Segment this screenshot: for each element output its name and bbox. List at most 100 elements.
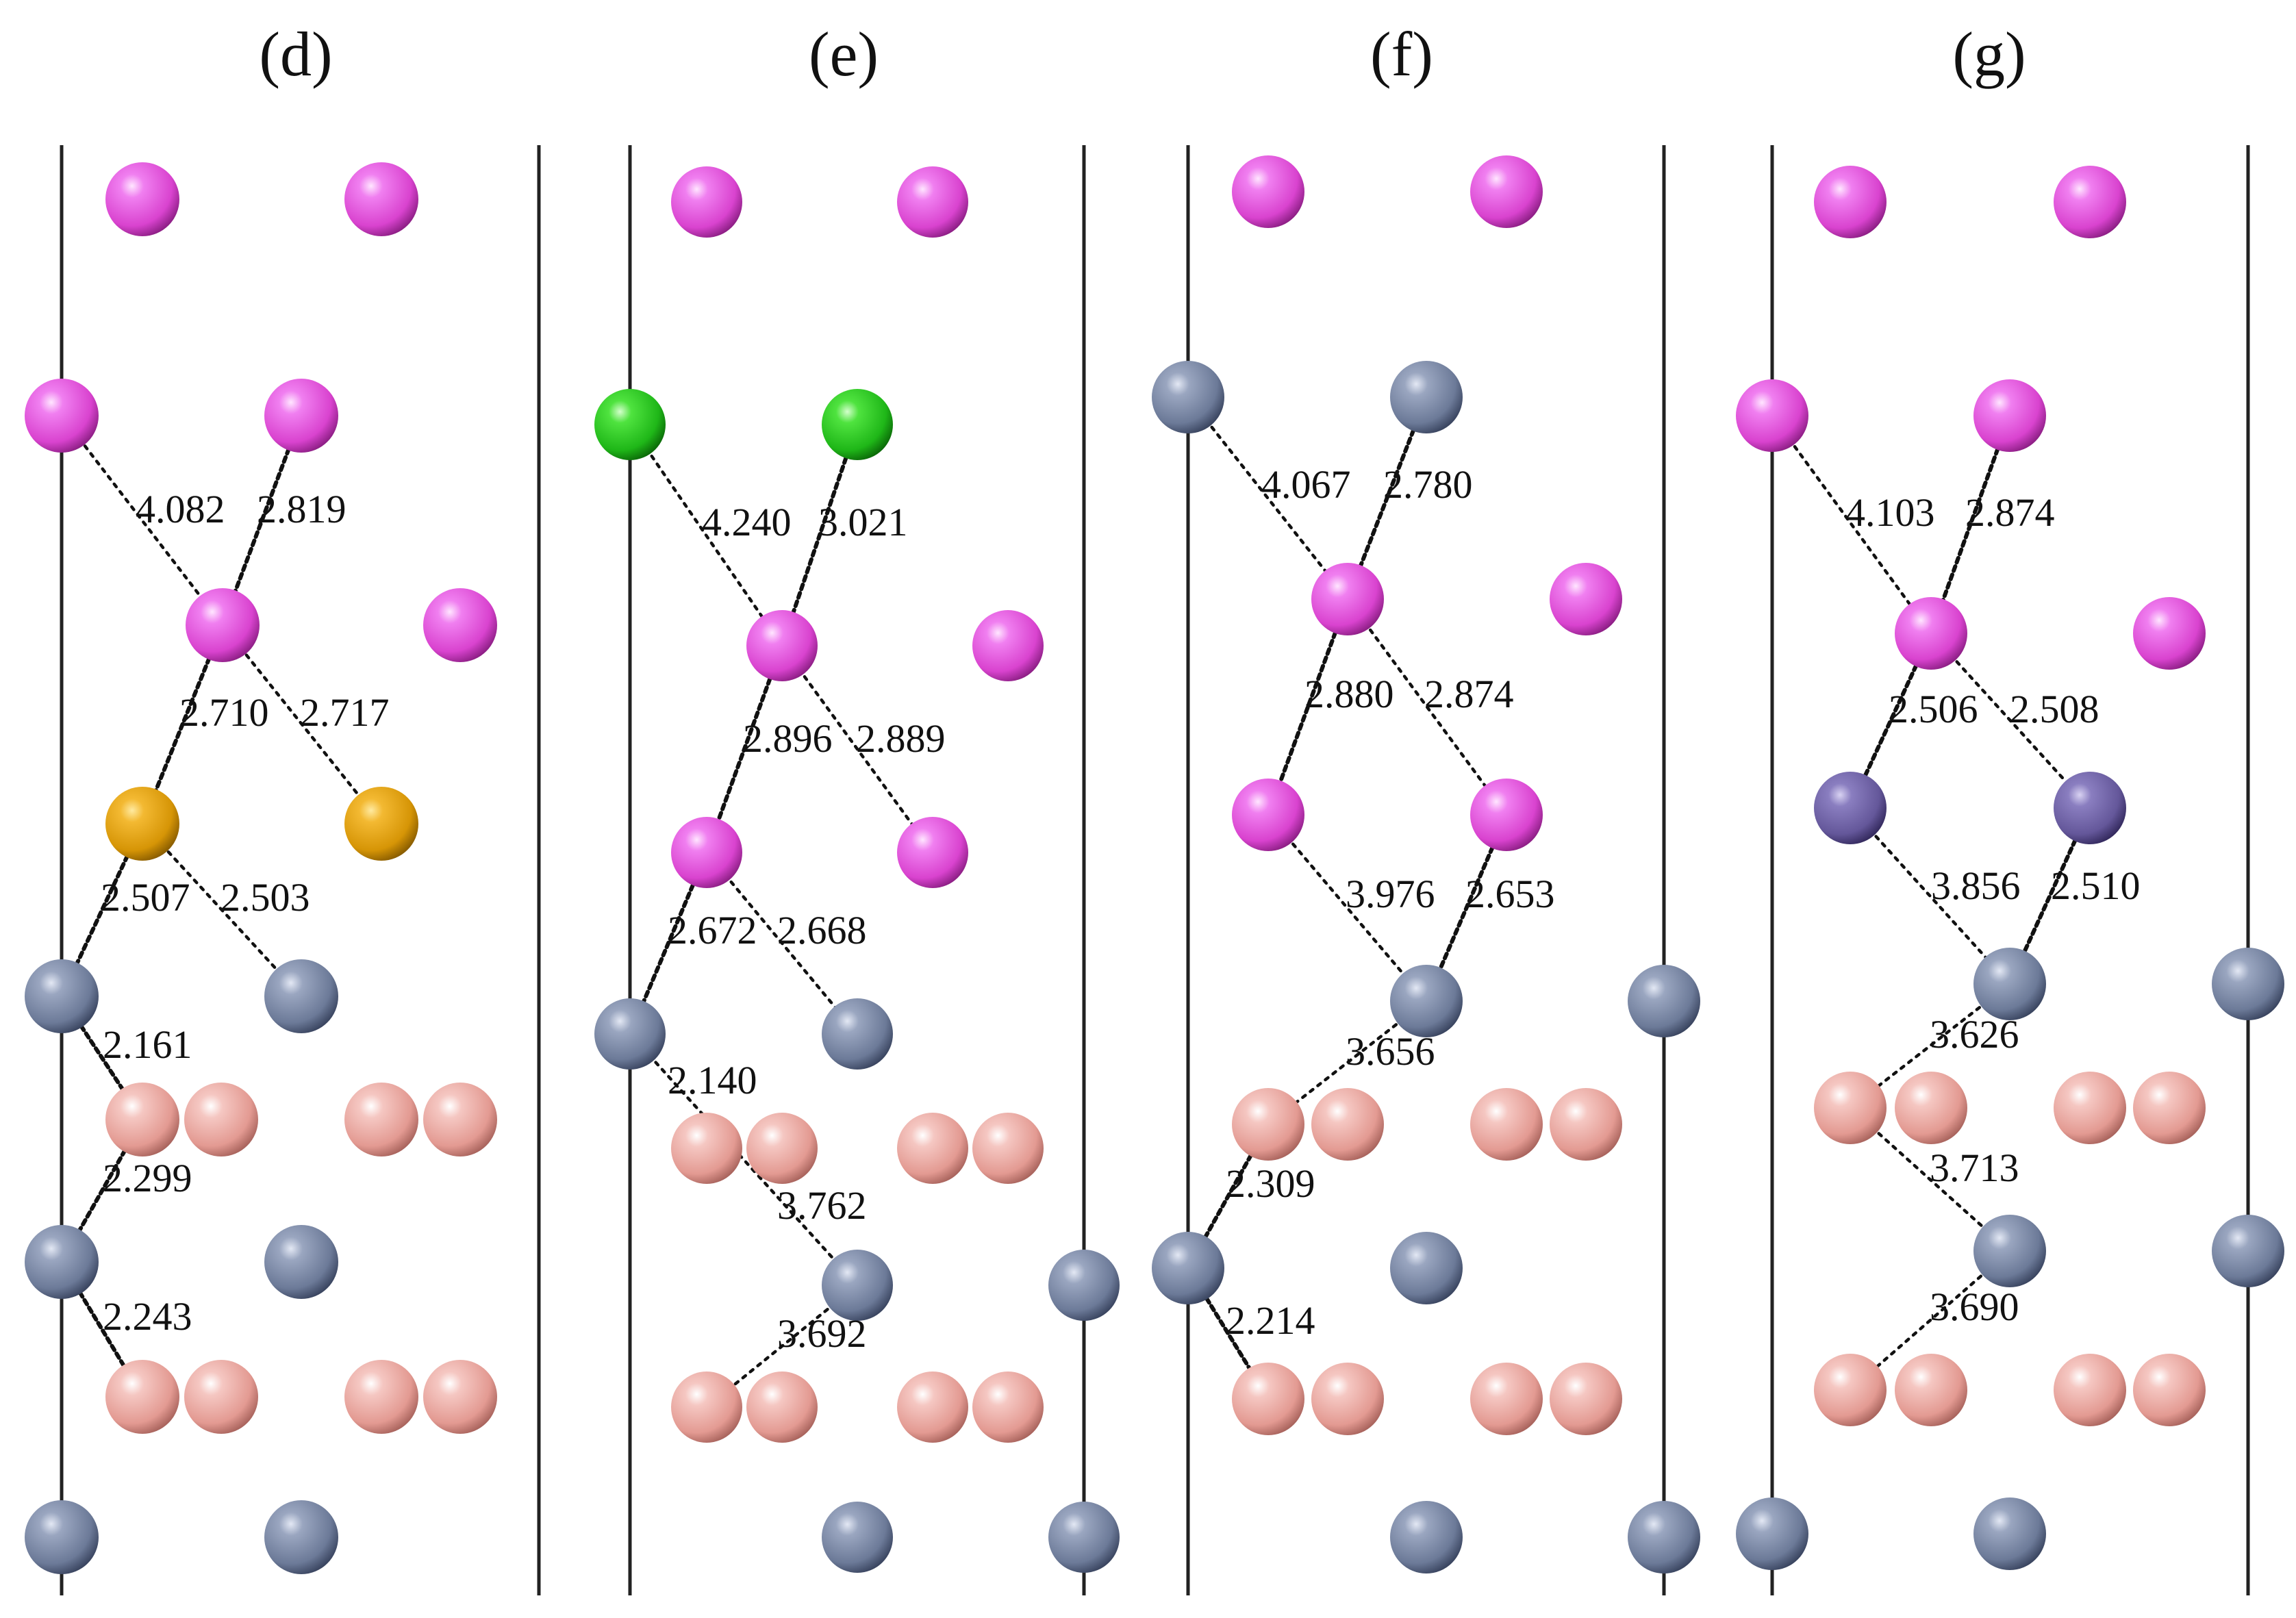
distance-label: 3.713 — [1930, 1146, 2019, 1190]
bond-line — [705, 850, 859, 1036]
slate-atom — [25, 1225, 99, 1299]
slate-atom — [264, 1500, 338, 1574]
distance-label: 4.103 — [1845, 490, 1935, 535]
salmon-atom — [2054, 1072, 2126, 1144]
slate-atom — [264, 959, 338, 1033]
distance-label: 2.819 — [257, 487, 346, 531]
slate-atom — [1048, 1502, 1120, 1573]
magenta-atom — [1311, 563, 1384, 635]
magenta-atom — [344, 162, 418, 236]
magenta-atom — [2133, 597, 2206, 670]
salmon-atom — [423, 1360, 497, 1434]
distance-label: 2.243 — [103, 1294, 192, 1339]
slate-atom — [1973, 1215, 2046, 1287]
salmon-atom — [972, 1371, 1044, 1443]
salmon-atom — [972, 1113, 1044, 1184]
distance-label: 3.692 — [777, 1311, 867, 1356]
panel-title: (f) — [1370, 19, 1433, 89]
distance-label: 2.140 — [668, 1058, 757, 1102]
slate-atom — [1390, 1232, 1463, 1304]
bond-line — [220, 414, 303, 627]
distance-label: 2.503 — [220, 875, 310, 920]
slate-atom — [594, 998, 666, 1070]
bond-line — [1186, 395, 1350, 601]
salmon-atom — [105, 1083, 179, 1156]
slate-atom — [25, 959, 99, 1033]
bond-line — [1266, 813, 1428, 1003]
panel-title: (e) — [809, 19, 879, 89]
salmon-atom — [105, 1360, 179, 1434]
magenta-atom — [2054, 166, 2126, 238]
bond-line — [780, 422, 859, 648]
magenta-atom — [671, 166, 742, 238]
bond-line — [60, 414, 225, 627]
gold-atom — [105, 787, 179, 861]
magenta-atom — [264, 379, 338, 453]
distance-label: 2.874 — [1965, 490, 2055, 535]
distance-label: 2.874 — [1424, 672, 1514, 716]
bond-line — [705, 644, 784, 855]
distance-label: 4.067 — [1261, 462, 1351, 507]
slate-atom — [1152, 361, 1224, 433]
violet-atom — [1814, 772, 1887, 844]
distance-label: 3.021 — [818, 500, 908, 544]
distance-label: 3.656 — [1346, 1029, 1435, 1074]
panel-d: (d) 4.082 2.819 2.71 — [25, 19, 541, 1595]
salmon-atom — [344, 1360, 418, 1434]
distance-label: 2.780 — [1383, 462, 1473, 507]
panel-g: (g) 4.103 2.874 2.50 — [1736, 19, 2284, 1595]
distance-label: 2.717 — [300, 690, 390, 735]
magenta-atom — [1470, 779, 1543, 851]
salmon-atom — [1311, 1363, 1384, 1435]
salmon-atom — [423, 1083, 497, 1156]
salmon-atom — [1895, 1354, 1967, 1426]
salmon-atom — [897, 1371, 968, 1443]
distance-label: 2.710 — [179, 690, 269, 735]
magenta-atom — [1550, 563, 1622, 635]
bond-line — [1266, 597, 1350, 817]
salmon-atom — [1814, 1354, 1887, 1426]
bond-line — [628, 1032, 859, 1287]
bond-line — [1848, 806, 2012, 986]
magenta-atom — [105, 162, 179, 236]
distance-label: 2.309 — [1226, 1161, 1315, 1206]
slate-atom — [264, 1225, 338, 1299]
bond-line — [1770, 414, 1933, 635]
slate-atom — [2212, 1215, 2284, 1287]
distance-label: 2.896 — [743, 716, 833, 761]
panel-f: (f) 4.067 2.780 2.88 — [1152, 19, 1700, 1595]
salmon-atom — [1311, 1088, 1384, 1161]
salmon-atom — [1232, 1363, 1304, 1435]
panel-title: (g) — [1952, 19, 2026, 89]
slate-atom — [1736, 1497, 1808, 1570]
slate-atom — [2212, 948, 2284, 1020]
bond-line — [628, 422, 784, 648]
distance-label: 3.690 — [1930, 1285, 2019, 1329]
violet-atom — [2054, 772, 2126, 844]
slate-atom — [1390, 965, 1463, 1037]
panel-e: (e) 4.240 3.021 2.896 — [594, 19, 1120, 1595]
distance-label: 2.507 — [101, 875, 190, 920]
salmon-atom — [2133, 1072, 2206, 1144]
slate-atom — [822, 1502, 893, 1573]
magenta-atom — [1973, 379, 2046, 452]
magenta-atom — [1895, 597, 1967, 670]
slate-atom — [1628, 965, 1700, 1037]
slate-atom — [822, 998, 893, 1070]
magenta-atom — [423, 588, 497, 662]
bond-line — [1848, 1106, 2012, 1253]
salmon-atom — [897, 1113, 968, 1184]
distance-label: 2.508 — [2010, 687, 2099, 731]
slate-atom — [25, 1500, 99, 1574]
magenta-atom — [897, 166, 968, 238]
gold-atom — [344, 787, 418, 861]
distance-label: 2.889 — [856, 716, 946, 761]
salmon-atom — [1550, 1363, 1622, 1435]
magenta-atom — [1232, 155, 1304, 228]
salmon-atom — [184, 1360, 258, 1434]
distance-label: 3.762 — [777, 1183, 867, 1228]
distance-label: 2.214 — [1226, 1298, 1315, 1343]
salmon-atom — [2133, 1354, 2206, 1426]
distance-label: 4.082 — [136, 487, 225, 531]
